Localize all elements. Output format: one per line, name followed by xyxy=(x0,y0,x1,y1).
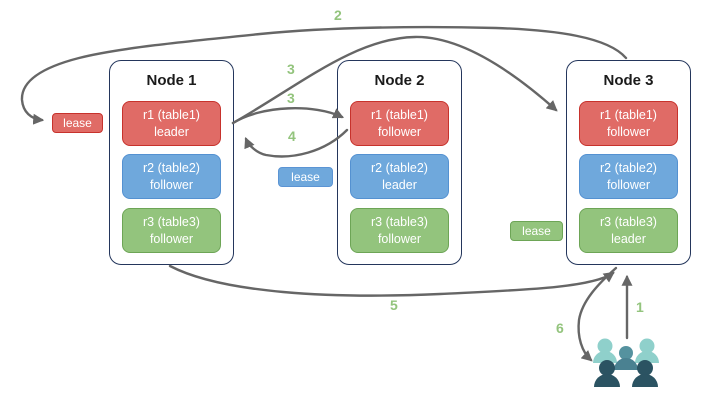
replica-name: r2 (table2) xyxy=(371,161,428,175)
person-icon-back-left xyxy=(593,338,617,363)
replica-name: r2 (table2) xyxy=(143,161,200,175)
node-1-replica-r2: r2 (table2) follower xyxy=(122,154,221,199)
node-3-title: Node 3 xyxy=(603,72,654,89)
node-3-replica-r3: r3 (table3) leader xyxy=(579,208,678,253)
replica-name: r2 (table2) xyxy=(600,161,657,175)
arrow-step-5-node1-to-node3 xyxy=(168,264,615,297)
lease-badge-table2: lease xyxy=(278,167,333,187)
node-1-replica-r3: r3 (table3) follower xyxy=(122,208,221,253)
node-2-replica-r3: r3 (table3) follower xyxy=(350,208,449,253)
replica-role: follower xyxy=(606,177,651,192)
lease-badge-table3: lease xyxy=(510,221,563,241)
replica-role: follower xyxy=(377,124,422,139)
replica-role: follower xyxy=(606,124,651,139)
node-2-replica-r2: r2 (table2) leader xyxy=(350,154,449,199)
step-label-3a: 3 xyxy=(287,61,295,77)
node-2-title: Node 2 xyxy=(374,72,425,89)
node-2-replica-r1: r1 (table1) follower xyxy=(350,101,449,146)
arrow-step-3-node1-to-node2 xyxy=(231,107,344,125)
step-label-2: 2 xyxy=(334,7,342,23)
node-1: Node 1 r1 (table1) leader r2 (table2) fo… xyxy=(109,60,234,265)
replica-name: r1 (table1) xyxy=(143,108,200,122)
node-3-replica-r1: r1 (table1) follower xyxy=(579,101,678,146)
step-label-5: 5 xyxy=(390,297,398,313)
step-label-3b: 3 xyxy=(287,90,295,106)
node-1-title: Node 1 xyxy=(146,72,197,89)
person-icon-front-left xyxy=(594,360,620,387)
replica-name: r3 (table3) xyxy=(600,215,657,229)
replica-role: leader xyxy=(154,124,189,139)
step-label-4: 4 xyxy=(288,128,296,144)
node-2: Node 2 r1 (table1) follower r2 (table2) … xyxy=(337,60,462,265)
lease-badge-table1: lease xyxy=(52,113,103,133)
node-3: Node 3 r1 (table1) follower r2 (table2) … xyxy=(566,60,691,265)
replica-name: r3 (table3) xyxy=(371,215,428,229)
replica-role: leader xyxy=(382,177,417,192)
replica-name: r1 (table1) xyxy=(600,108,657,122)
person-icon-front-right xyxy=(632,360,658,387)
step-label-1: 1 xyxy=(636,299,644,315)
replica-role: leader xyxy=(611,231,646,246)
replica-role: follower xyxy=(377,231,422,246)
arrow-step-4-node2-to-node1 xyxy=(244,128,349,158)
replica-name: r3 (table3) xyxy=(143,215,200,229)
person-icon-back-right xyxy=(635,338,659,363)
replica-role: follower xyxy=(149,231,194,246)
node-3-replica-r2: r2 (table2) follower xyxy=(579,154,678,199)
replica-role: follower xyxy=(149,177,194,192)
step-label-6: 6 xyxy=(556,320,564,336)
replica-name: r1 (table1) xyxy=(371,108,428,122)
node-1-replica-r1: r1 (table1) leader xyxy=(122,101,221,146)
users-icon xyxy=(593,338,659,387)
person-icon-middle xyxy=(614,346,638,370)
